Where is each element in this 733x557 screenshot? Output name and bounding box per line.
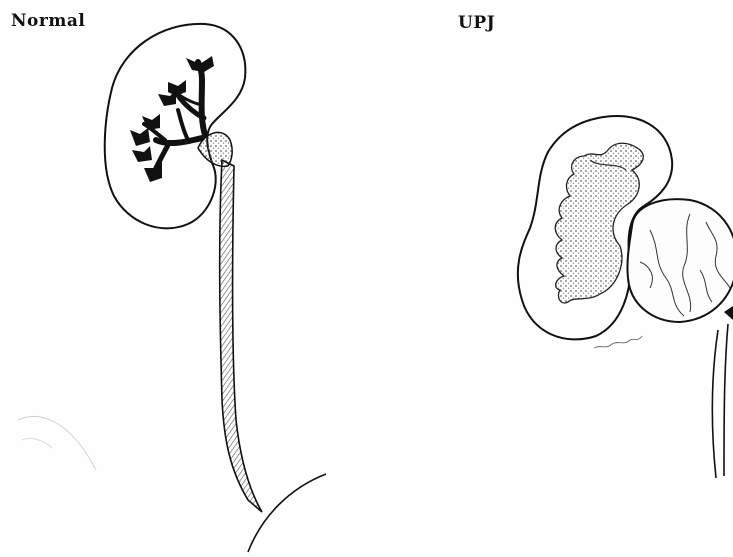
normal-ureter: [220, 160, 262, 512]
normal-bladder-outline: [248, 474, 326, 552]
upj-obstruction-kidney-icon: [518, 116, 733, 478]
upj-ureter: [712, 324, 728, 478]
normal-kidney-icon: [18, 24, 326, 552]
upj-dilated-pelvis: [627, 199, 733, 322]
upj-stenotic-junction: [724, 306, 733, 320]
artist-signature-icon: [594, 336, 642, 348]
normal-calyces: [144, 62, 205, 172]
